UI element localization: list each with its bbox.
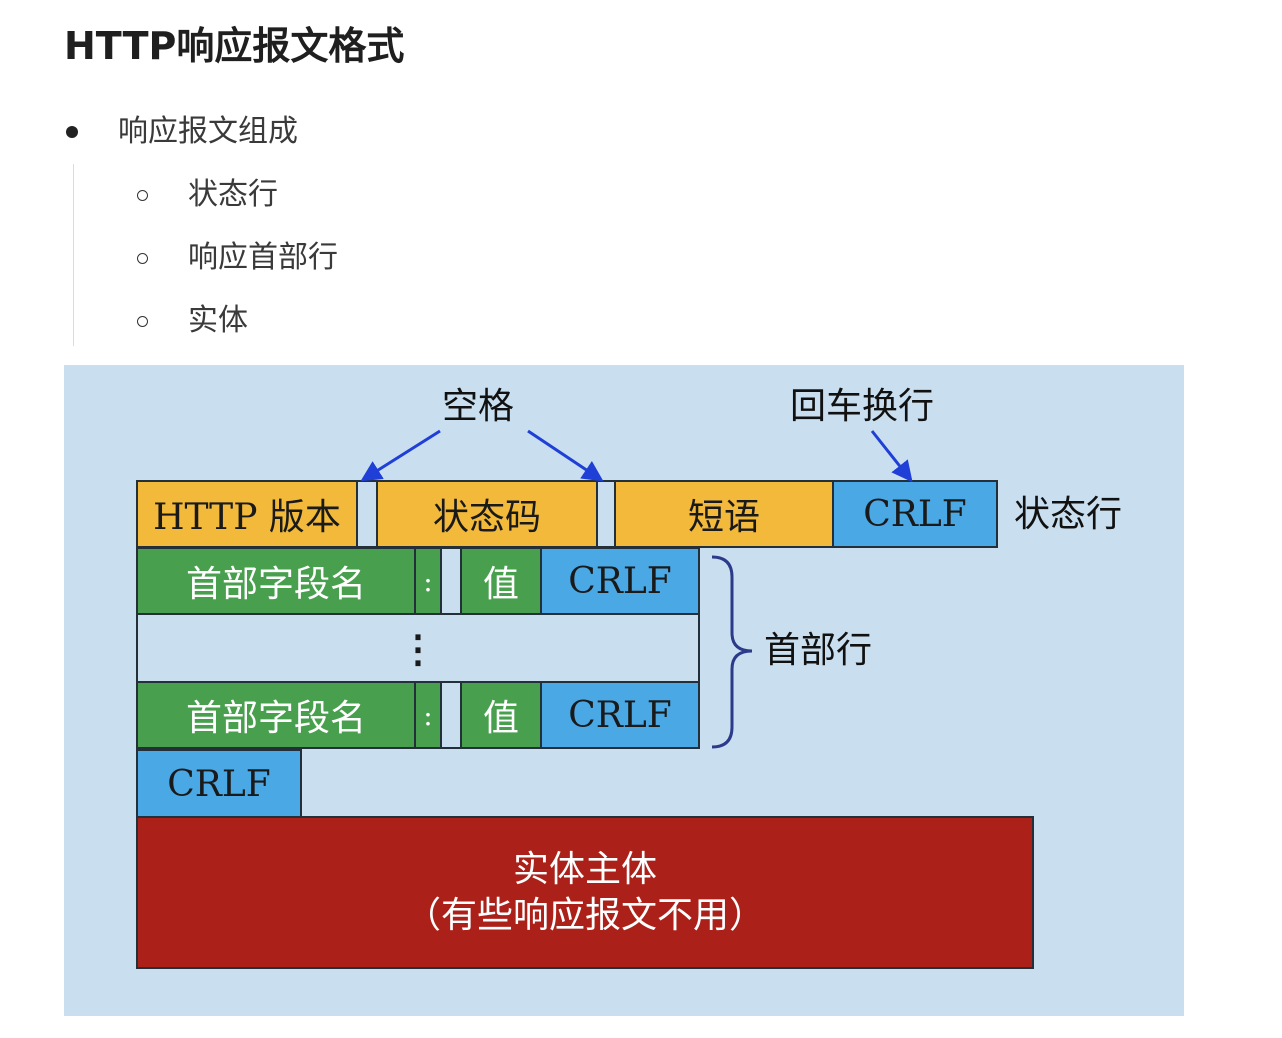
bullet-circle-icon <box>137 315 148 327</box>
entity-body: 实体主体 （有些响应报文不用） <box>136 816 1034 969</box>
label-header-lines: 首部行 <box>764 630 873 671</box>
sublist-item-header-lines: 响应首部行 <box>137 238 338 278</box>
sublist-guide-line <box>73 164 74 346</box>
header-field-name-1: 首部字段名 <box>136 547 416 615</box>
bullet-circle-icon <box>137 252 148 264</box>
arrow-crlf <box>870 430 913 483</box>
arrow-space-left <box>360 429 441 482</box>
label-space: 空格 <box>442 386 515 427</box>
header-lines-brace <box>711 555 753 749</box>
sublist-item-label: 状态行 <box>188 177 278 212</box>
header-crlf-1: CRLF <box>540 547 700 615</box>
bullet-circle-icon <box>137 189 148 201</box>
bullet-dot-icon <box>66 126 78 138</box>
entity-body-title: 实体主体 <box>512 848 657 890</box>
entity-body-note: （有些响应报文不用） <box>404 894 765 936</box>
sublist-item-label: 实体 <box>188 303 248 338</box>
sublist-item-status-line: 状态行 <box>137 175 278 215</box>
arrow-space-right <box>527 429 604 482</box>
http-response-diagram: 空格 回车换行 HTTP 版本 状态码 短语 CRLF 状态行 首部字段名 : … <box>64 365 1184 1016</box>
header-value-2: 值 <box>460 681 542 749</box>
list-item-response-parts: 响应报文组成 <box>66 112 298 152</box>
list-item-label: 响应报文组成 <box>118 114 298 149</box>
status-line-version: HTTP 版本 <box>136 480 358 548</box>
header-field-name-2: 首部字段名 <box>136 681 416 749</box>
blank-line-crlf: CRLF <box>136 749 302 819</box>
diagram-arrows-overlay <box>360 429 913 749</box>
header-crlf-2: CRLF <box>540 681 700 749</box>
sublist-item-entity: 实体 <box>137 301 248 341</box>
status-line-phrase: 短语 <box>614 480 834 548</box>
label-status-line: 状态行 <box>1014 494 1123 535</box>
status-line-crlf: CRLF <box>832 480 998 548</box>
sublist-item-label: 响应首部行 <box>188 240 338 275</box>
page-title: HTTP响应报文格式 <box>64 24 405 68</box>
label-crlf: 回车换行 <box>790 386 935 427</box>
